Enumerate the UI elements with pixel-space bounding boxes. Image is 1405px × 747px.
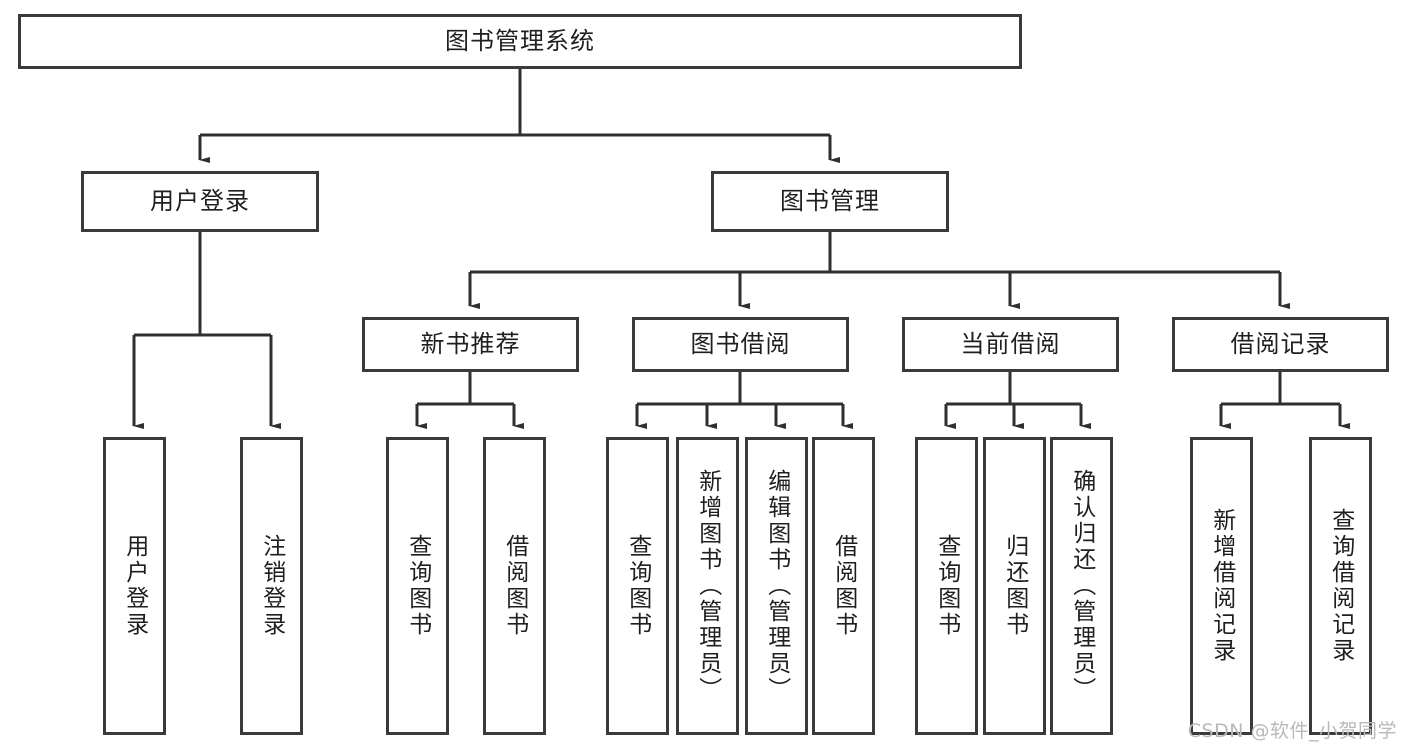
node-leaf-borrow-lend[interactable]: 借阅图书 [812, 437, 875, 735]
node-label-bookmgmt: 图书管理 [780, 187, 880, 216]
node-label-borrow: 图书借阅 [690, 330, 791, 359]
node-leaf-current-query[interactable]: 查询图书 [915, 437, 978, 735]
node-label-leaf-borrow-lend: 借阅图书 [830, 534, 857, 638]
watermark-text: CSDN @软件_小贺同学 [1187, 720, 1397, 742]
node-label-newbook: 新书推荐 [420, 330, 521, 359]
node-leaf-borrow-query[interactable]: 查询图书 [606, 437, 669, 735]
node-leaf-user-logout[interactable]: 注销登录 [240, 437, 303, 735]
node-leaf-records-add[interactable]: 新增借阅记录 [1190, 437, 1253, 735]
node-records[interactable]: 借阅记录 [1172, 317, 1389, 372]
node-label-current: 当前借阅 [960, 330, 1061, 359]
node-label-leaf-current-return: 归还图书 [1001, 534, 1028, 638]
node-label-records: 借阅记录 [1230, 330, 1331, 359]
node-label-leaf-borrow-edit: 编辑图书（管理员） [763, 469, 790, 703]
node-label-leaf-borrow-add: 新增图书（管理员） [694, 469, 721, 703]
node-label-leaf-current-query: 查询图书 [933, 534, 960, 638]
node-leaf-newbook-borrow[interactable]: 借阅图书 [483, 437, 546, 735]
node-leaf-current-return[interactable]: 归还图书 [983, 437, 1046, 735]
node-leaf-newbook-query[interactable]: 查询图书 [386, 437, 449, 735]
node-label-root: 图书管理系统 [445, 27, 595, 56]
node-label-leaf-borrow-query: 查询图书 [624, 534, 651, 638]
node-bookmgmt[interactable]: 图书管理 [711, 171, 949, 232]
node-label-leaf-user-logout: 注销登录 [258, 534, 285, 638]
edge-lines [132, 69, 1350, 429]
node-leaf-user-login[interactable]: 用户登录 [103, 437, 166, 735]
node-label-leaf-current-confirm: 确认归还（管理员） [1068, 469, 1095, 703]
node-label-leaf-user-login: 用户登录 [121, 534, 148, 638]
node-label-login: 用户登录 [150, 187, 250, 216]
node-label-leaf-records-add: 新增借阅记录 [1208, 508, 1235, 664]
node-newbook[interactable]: 新书推荐 [362, 317, 579, 372]
node-leaf-records-query[interactable]: 查询借阅记录 [1309, 437, 1372, 735]
node-borrow[interactable]: 图书借阅 [632, 317, 849, 372]
node-leaf-current-confirm[interactable]: 确认归还（管理员） [1050, 437, 1113, 735]
node-label-leaf-newbook-borrow: 借阅图书 [501, 534, 528, 638]
node-current[interactable]: 当前借阅 [902, 317, 1119, 372]
node-login[interactable]: 用户登录 [81, 171, 319, 232]
node-leaf-borrow-add[interactable]: 新增图书（管理员） [676, 437, 739, 735]
node-leaf-borrow-edit[interactable]: 编辑图书（管理员） [745, 437, 808, 735]
node-root[interactable]: 图书管理系统 [18, 14, 1022, 69]
node-label-leaf-newbook-query: 查询图书 [404, 534, 431, 638]
node-label-leaf-records-query: 查询借阅记录 [1327, 508, 1354, 664]
